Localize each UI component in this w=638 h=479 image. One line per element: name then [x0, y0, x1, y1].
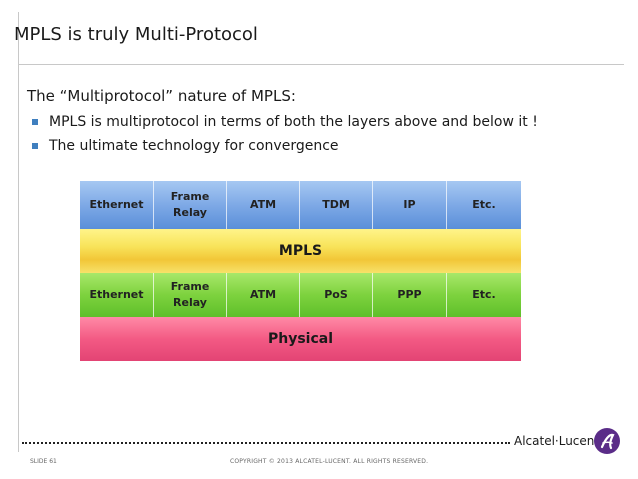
slide-number: SLIDE 61	[30, 458, 57, 465]
bullet-text: The ultimate technology for convergence	[49, 138, 339, 154]
upper-cell-ethernet: Ethernet	[80, 181, 154, 229]
upper-protocol-row: Ethernet Frame Relay ATM TDM IP Etc.	[80, 181, 521, 229]
slide-title: MPLS is truly Multi-Protocol	[14, 24, 258, 45]
lower-cell-frame-relay: Frame Relay	[154, 273, 227, 317]
bullet-list: MPLS is multiprotocol in terms of both t…	[32, 110, 538, 158]
bullet-text: MPLS is multiprotocol in terms of both t…	[49, 114, 538, 130]
bullet-square-icon	[32, 119, 38, 125]
alcatel-lucent-logo-icon	[594, 428, 620, 454]
lower-cell-ppp: PPP	[373, 273, 447, 317]
footer-dotted-line	[22, 442, 510, 444]
upper-cell-frame-relay: Frame Relay	[154, 181, 227, 229]
physical-layer: Physical	[80, 317, 521, 361]
lead-text: The “Multiprotocol” nature of MPLS:	[27, 87, 296, 105]
slide-frame-left	[18, 12, 19, 452]
mpls-layer: MPLS	[80, 229, 521, 273]
title-bar	[18, 12, 624, 65]
bullet-item: MPLS is multiprotocol in terms of both t…	[32, 110, 538, 134]
upper-cell-tdm: TDM	[300, 181, 373, 229]
bullet-square-icon	[32, 143, 38, 149]
upper-cell-atm: ATM	[227, 181, 300, 229]
lower-cell-pos: PoS	[300, 273, 373, 317]
lower-cell-ethernet: Ethernet	[80, 273, 154, 317]
lower-cell-atm: ATM	[227, 273, 300, 317]
bullet-item: The ultimate technology for convergence	[32, 134, 538, 158]
brand-name: Alcatel·Lucent	[514, 434, 600, 448]
upper-cell-ip: IP	[373, 181, 447, 229]
lower-cell-etc: Etc.	[447, 273, 521, 317]
upper-cell-etc: Etc.	[447, 181, 521, 229]
lower-protocol-row: Ethernet Frame Relay ATM PoS PPP Etc.	[80, 273, 521, 317]
copyright-notice: COPYRIGHT © 2013 ALCATEL-LUCENT. ALL RIG…	[230, 458, 429, 465]
